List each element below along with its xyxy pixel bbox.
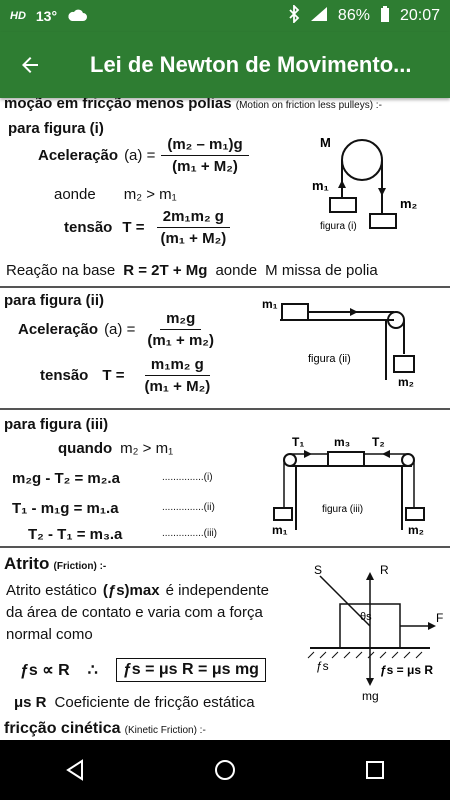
battery-icon — [380, 5, 390, 28]
fig3-T2-label: T₂ — [372, 435, 385, 449]
nav-recents-button[interactable] — [355, 750, 395, 790]
app-bar: Lei de Newton de Movimento... — [0, 32, 450, 98]
temperature: 13° — [35, 8, 58, 24]
divider — [0, 408, 450, 410]
divider — [0, 546, 450, 548]
fig1-tension: tensão T = 2m₁m₂ g(m₁ + M₂) — [64, 208, 232, 247]
fig1-m2-label: m₂ — [400, 196, 418, 211]
friction-fs-label: ƒs — [316, 659, 329, 673]
friction-diagram: S R θs F ƒs ƒs = μs R mg — [307, 563, 443, 703]
friction-mg-label: mg — [362, 689, 379, 703]
friction-coefficient: μs R Coeficiente de fricção estática — [14, 694, 255, 711]
fig3-eq2-ref: ...............(ii) — [162, 502, 215, 513]
carrier-label: HD — [10, 10, 26, 22]
fig3-label: para figura (iii) — [4, 416, 109, 433]
fig1-M-label: M — [320, 135, 331, 150]
friction-heading: Atrito (Friction) :- — [4, 554, 107, 573]
back-button[interactable] — [0, 32, 60, 98]
section1-heading: moção em fricção menos polias (Motion on… — [4, 98, 382, 112]
friction-theta-label: θs — [360, 611, 372, 623]
fig2-acceleration: Aceleração (a) = m₂g(m₁ + m₂) — [18, 310, 214, 349]
fig2-tension: tensão T = m₁m₂ g(m₁ + M₂) — [40, 356, 211, 395]
figure-iii-diagram: T₁ T₂ m₃ m₁ m₂ figura (iii) — [272, 435, 425, 537]
friction-boxed-equation: ƒs = μs R = μs mg — [115, 658, 266, 682]
fig3-m1-label: m₁ — [272, 523, 288, 537]
figure-ii-diagram: m₁ m₂ figura (ii) — [262, 297, 415, 389]
arrow-back-icon — [22, 57, 38, 73]
bluetooth-icon — [288, 3, 300, 28]
divider — [0, 286, 450, 288]
friction-text-2: da área de contato e varia com a força — [6, 604, 263, 621]
friction-text-1: Atrito estático (ƒs)max é independente — [6, 582, 270, 599]
friction-proportional: ƒs ∝ R ∴ ƒs = μs R = μs mg — [20, 658, 266, 682]
fig1-condition: aonde m₂ > m₁ — [54, 186, 177, 203]
fig2-label: para figura (ii) — [4, 292, 105, 309]
fig3-eq1-ref: ...............(i) — [162, 472, 213, 483]
friction-eq-label: ƒs = μs R — [380, 663, 433, 677]
battery-level: 86% — [337, 7, 370, 24]
circle-home-icon — [215, 760, 235, 780]
nav-back-button[interactable] — [55, 750, 95, 790]
friction-R-label: R — [380, 563, 389, 577]
fig3-eq1: m₂g - T₂ = m₂.a — [12, 470, 120, 487]
square-recents-icon — [366, 761, 384, 779]
friction-S-label: S — [314, 563, 322, 577]
fig1-label: para figura (i) — [8, 120, 104, 137]
fig1-acceleration: Aceleração (a) = (m₂ – m₁)g(m₁ + M₂) — [38, 136, 249, 175]
fig3-eq3: T₂ - T₁ = m₃.a — [28, 526, 123, 543]
status-bar: HD 13° 86% 20:07 — [0, 0, 450, 32]
friction-text-3: normal como — [6, 626, 93, 643]
cloud-icon — [67, 8, 88, 25]
content-image: moção em fricção menos polias (Motion on… — [0, 98, 450, 740]
fig1-caption: figura (i) — [320, 221, 357, 232]
signal-icon — [310, 6, 328, 27]
fig3-eq3-ref: ...............(iii) — [162, 528, 217, 539]
fig2-m1-label: m₁ — [262, 297, 278, 311]
figure-i-diagram: M m₁ m₂ figura (i) — [312, 135, 418, 232]
friction-F-label: F — [436, 611, 443, 625]
fig1-reaction: Reação na base R = 2T + Mg aonde M missa… — [6, 262, 378, 279]
clock: 20:07 — [399, 7, 440, 24]
fig3-T1-label: T₁ — [292, 435, 304, 449]
nav-home-button[interactable] — [205, 750, 245, 790]
fig3-m2-label: m₂ — [408, 523, 424, 537]
kinetic-heading: fricção cinética (Kinetic Friction) :- — [4, 720, 206, 737]
fig3-caption: figura (iii) — [322, 504, 363, 515]
fig3-eq2: T₁ - m₁g = m₁.a — [12, 500, 119, 517]
navigation-bar — [0, 740, 450, 800]
fig3-condition: quando m₂ > m₁ — [58, 440, 174, 457]
triangle-back-icon — [66, 759, 83, 781]
fig2-caption: figura (ii) — [308, 353, 351, 365]
fig2-m2-label: m₂ — [398, 375, 414, 389]
fig1-m1-label: m₁ — [312, 178, 329, 193]
fig3-m3-label: m₃ — [334, 435, 350, 449]
page-title: Lei de Newton de Movimento... — [90, 52, 412, 77]
